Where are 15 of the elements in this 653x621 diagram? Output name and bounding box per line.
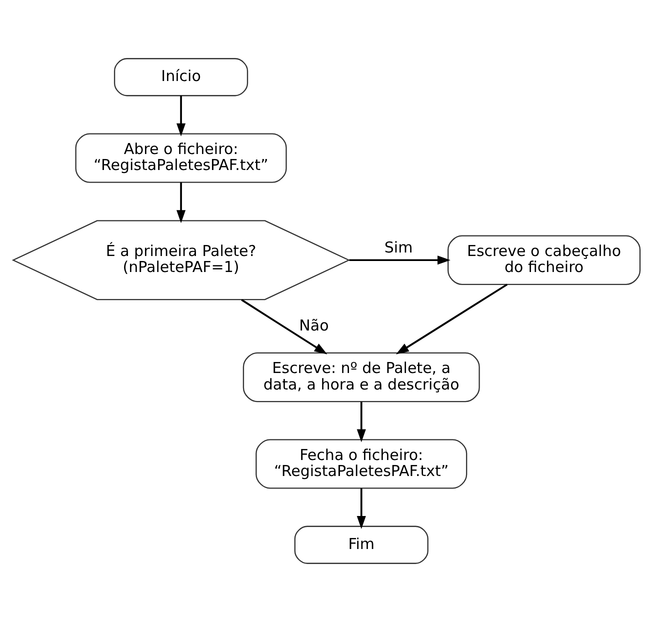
node-box: Fecha o ficheiro: “RegistaPaletesPAF.txt” xyxy=(256,438,468,488)
arrow xyxy=(396,283,508,354)
node-box: Abre o ficheiro: “RegistaPaletesPAF.txt” xyxy=(75,132,287,182)
node-box: Escreve o cabeçalho do ficheiro xyxy=(448,234,641,284)
node-box: Fim xyxy=(294,525,428,564)
arrow xyxy=(241,298,328,354)
arrow xyxy=(349,255,450,264)
arrow xyxy=(356,401,366,442)
edge-label: Sim xyxy=(384,238,413,256)
arrow xyxy=(176,182,186,223)
node-box: Escreve: nº de Palete, a data, a hora e a descrição xyxy=(242,352,480,402)
arrow xyxy=(356,488,366,529)
node-box: Início xyxy=(114,58,248,96)
edge-label: Não xyxy=(299,316,329,334)
arrow xyxy=(176,95,186,136)
